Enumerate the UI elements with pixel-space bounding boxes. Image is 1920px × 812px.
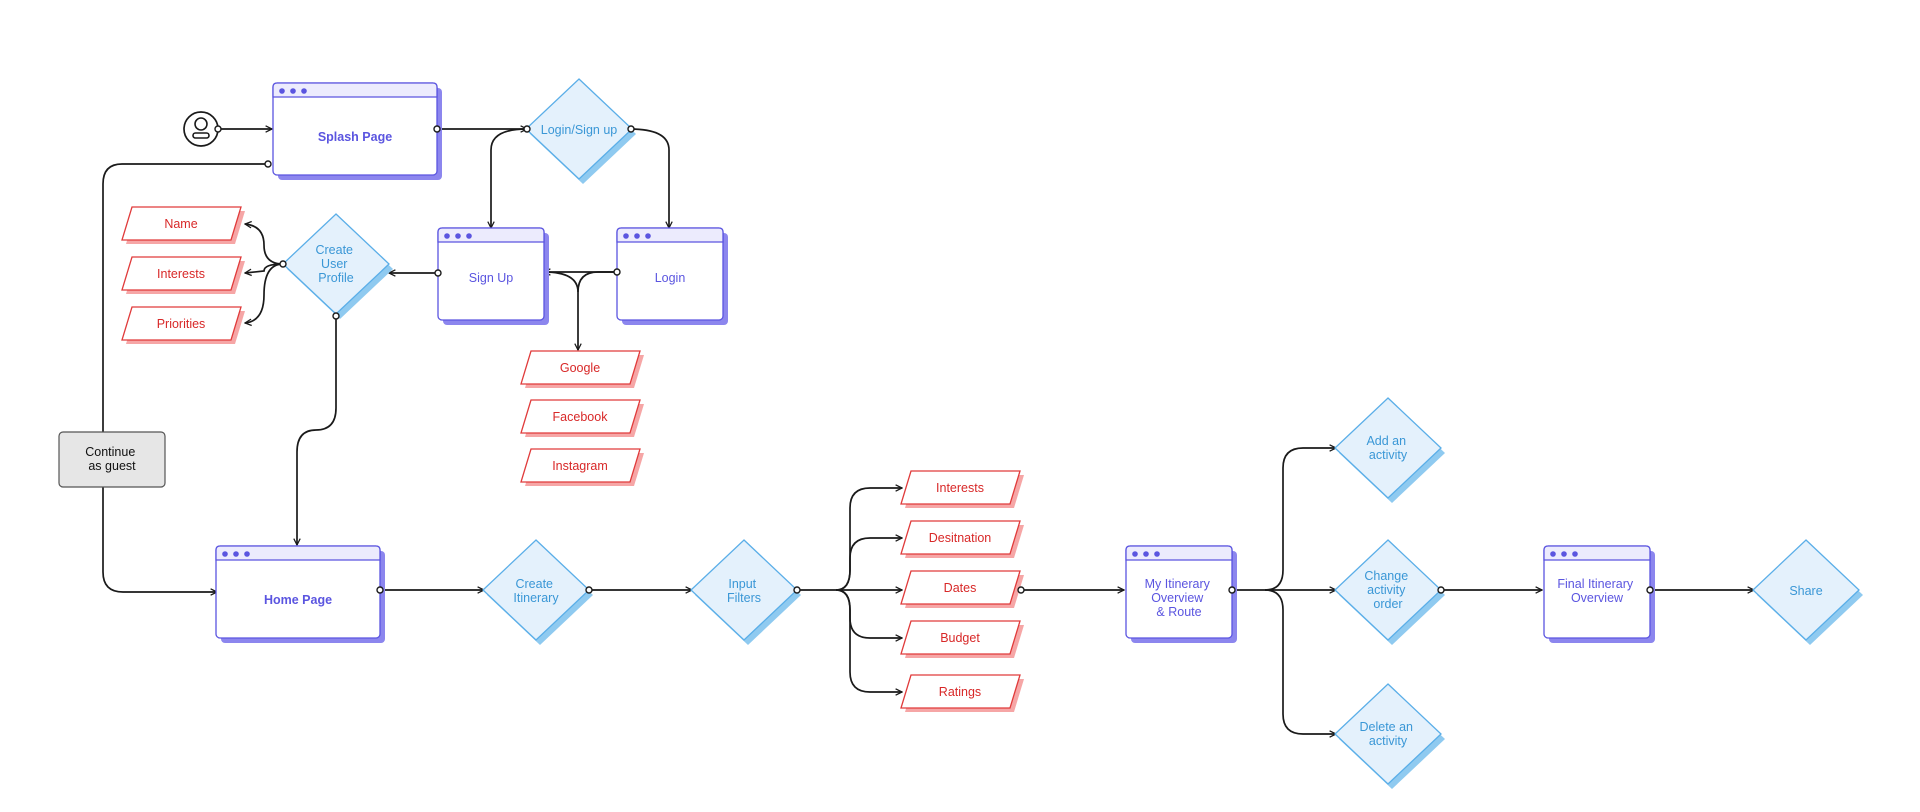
login-signup-label: Login/Sign up (541, 123, 618, 137)
svg-text:Add an activity: Add an activity (1366, 434, 1409, 462)
screen-sign-up[interactable]: Sign Up (437, 227, 549, 325)
connector-signup-profile-curve (543, 271, 579, 293)
connectors (102, 128, 1754, 734)
screen-final-overview[interactable]: Final Itinerary Overview (1543, 545, 1655, 643)
filter-budget-label: Budget (940, 631, 980, 645)
svg-text:Create Itinerary: Create Itinerary (513, 577, 559, 605)
profile-data-name: Name (121, 206, 245, 244)
create-itinerary-line-2: Itinerary (513, 591, 559, 605)
filter-ratings[interactable]: Ratings (900, 674, 1024, 712)
add-activity-line-2: activity (1369, 448, 1408, 462)
home-page-label: Home Page (264, 593, 332, 607)
create-profile-line-3: Profile (318, 271, 353, 285)
splash-page-label: Splash Page (318, 130, 392, 144)
guest-line-1: Continue (85, 445, 135, 459)
share-label: Share (1789, 584, 1822, 598)
decision-change-order[interactable]: Change activity order (1334, 539, 1445, 645)
change-order-line-3: order (1373, 597, 1402, 611)
connector-filters-destination (835, 538, 902, 591)
connector-filters-interests (835, 488, 902, 591)
guest-line-2: as guest (88, 459, 136, 473)
profile-data-name-label: Name (164, 217, 197, 231)
final-overview-line-2: Overview (1571, 591, 1624, 605)
profile-data-priorities-label: Priorities (157, 317, 206, 331)
social-instagram-label: Instagram (552, 459, 608, 473)
svg-text:Change activity or: Change activity order (1364, 569, 1411, 611)
change-order-line-1: Change (1364, 569, 1408, 583)
social-instagram[interactable]: Instagram (520, 448, 644, 486)
input-filters-line-2: Filters (727, 591, 761, 605)
svg-text:Input Filters: Input Filters (727, 577, 761, 605)
decision-create-itinerary[interactable]: Create Itinerary (482, 539, 593, 645)
create-profile-line-1: Create (315, 243, 353, 257)
social-google[interactable]: Google (520, 350, 644, 388)
filter-interests[interactable]: Interests (900, 470, 1024, 508)
input-filters-line-1: Input (728, 577, 756, 591)
decision-input-filters[interactable]: Input Filters (690, 539, 801, 645)
decision-login-signup[interactable]: Login/Sign up (525, 78, 636, 184)
connector-profile-name (245, 224, 284, 265)
connector-filters-budget (835, 589, 902, 638)
profile-data-interests: Interests (121, 256, 245, 294)
final-overview-line-1: Final Itinerary (1557, 577, 1633, 591)
svg-text:Continue as guest: Continue as guest (85, 445, 139, 473)
svg-text:Delete an activity: Delete an activity (1360, 720, 1417, 748)
connector-login-signup (491, 128, 528, 228)
filter-budget[interactable]: Budget (900, 620, 1024, 658)
add-activity-line-1: Add an (1366, 434, 1406, 448)
decision-delete-activity[interactable]: Delete an activity (1334, 683, 1445, 789)
filter-destination-label: Desitnation (929, 531, 992, 545)
filter-interests-label: Interests (936, 481, 984, 495)
decision-add-activity[interactable]: Add an activity (1334, 397, 1445, 503)
filter-ratings-label: Ratings (939, 685, 981, 699)
screen-splash-page[interactable]: Splash Page (272, 82, 442, 180)
decision-create-profile[interactable]: Create User Profile (282, 213, 393, 319)
start-node[interactable] (183, 111, 219, 147)
itinerary-overview-line-3: & Route (1156, 605, 1201, 619)
profile-data-priorities: Priorities (121, 306, 245, 344)
filter-destination[interactable]: Desitnation (900, 520, 1024, 558)
svg-text:Final Itinerary Overview: Final Itinerary Overview (1557, 577, 1636, 605)
connector-splash-guest-home (102, 163, 268, 592)
itinerary-overview-line-1: My Itinerary (1145, 577, 1211, 591)
filter-dates-label: Dates (944, 581, 977, 595)
connector-login-social (578, 271, 617, 350)
connector-overview-add (1264, 448, 1336, 591)
login-label: Login (655, 271, 686, 285)
sign-up-label: Sign Up (469, 271, 514, 285)
screen-login[interactable]: Login (616, 227, 728, 325)
social-google-label: Google (560, 361, 600, 375)
connector-filters-ratings (835, 589, 902, 692)
filter-dates[interactable]: Dates (900, 570, 1024, 608)
decision-share[interactable]: Share (1752, 539, 1863, 645)
connector-profile-priorities (245, 263, 284, 323)
itinerary-overview-line-2: Overview (1151, 591, 1204, 605)
svg-text:Create User Profil: Create User Profile (315, 243, 356, 285)
create-profile-line-2: User (321, 257, 347, 271)
connection-dots (214, 125, 1654, 594)
create-itinerary-line-1: Create (515, 577, 553, 591)
svg-text:My Itinerary Overview: My Itinerary Overview & Route (1145, 577, 1214, 619)
screen-home-page[interactable]: Home Page (215, 545, 385, 643)
delete-activity-line-2: activity (1369, 734, 1408, 748)
user-icon (192, 117, 210, 139)
connector-overview-delete (1264, 589, 1336, 734)
continue-as-guest-button[interactable]: Continue as guest (58, 431, 166, 488)
social-facebook-label: Facebook (553, 410, 609, 424)
screen-itinerary-overview[interactable]: My Itinerary Overview & Route (1125, 545, 1237, 643)
delete-activity-line-1: Delete an (1360, 720, 1414, 734)
profile-data-interests-label: Interests (157, 267, 205, 281)
connector-profile-home (297, 316, 337, 545)
connector-decision-login (629, 128, 669, 228)
social-facebook[interactable]: Facebook (520, 399, 644, 437)
change-order-line-2: activity (1367, 583, 1406, 597)
